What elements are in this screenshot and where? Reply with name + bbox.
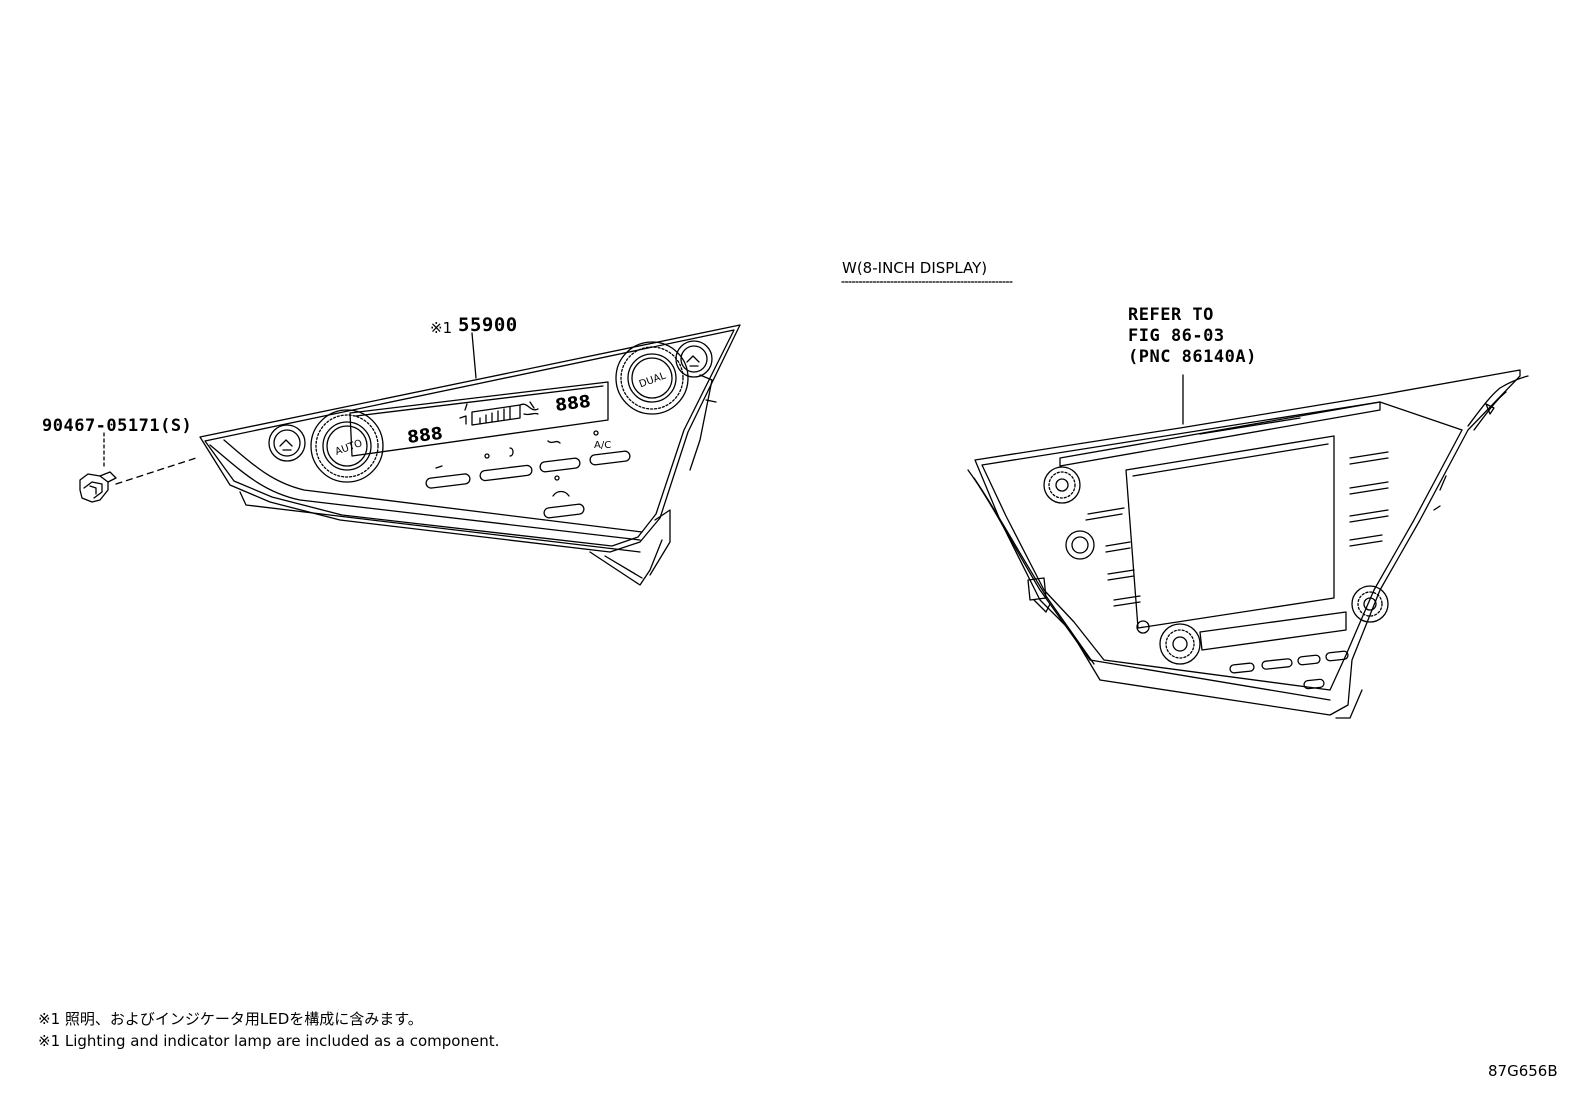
refer-line-1: REFER TO [1128,305,1214,325]
clip-part [79,471,117,503]
display-unit [967,369,1529,719]
climate-display-window [349,381,609,457]
refer-line-2: FIG 86-03 [1128,326,1225,346]
display-knob-lower-left [1159,623,1201,665]
left-front-defog-button [268,424,306,462]
display-knob-mid-left [1065,530,1095,560]
rear-defog-button [675,340,713,378]
part-number-prefix: ※1 [430,319,453,337]
footnote-english: ※1 Lighting and indicator lamp are inclu… [38,1032,500,1050]
auto-knob [310,409,384,483]
part-number-clip: 90467-05171(S) [42,416,193,436]
right-side-buttons [1349,451,1389,547]
bottom-buttons [1229,650,1349,690]
dual-knob-label: DUAL [638,370,668,390]
display-knob-upper-left [1043,466,1081,504]
variant-label: W(8-INCH DISPLAY) [842,259,988,277]
display-knob-lower-right [1351,585,1389,623]
refer-line-3: (PNC 86140A) [1128,347,1257,367]
temp-readout-left: 888 [406,424,444,448]
left-side-buttons [1085,507,1141,607]
footnote-japanese: ※1 照明、およびインジケータ用LEDを構成に含みます。 [38,1010,423,1028]
climate-control-panel [199,324,741,586]
dual-knob [615,341,689,415]
lower-display-strip [1199,611,1347,651]
ac-button-label: A/C [594,440,611,451]
part-number-55900: 55900 [458,314,518,336]
fan-level-indicator [471,404,521,426]
temp-readout-right: 888 [554,392,592,416]
figure-id: 87G656B [1488,1062,1558,1080]
button-row-upper [425,450,631,489]
recirc-button [543,503,585,519]
display-screen [1125,435,1335,629]
